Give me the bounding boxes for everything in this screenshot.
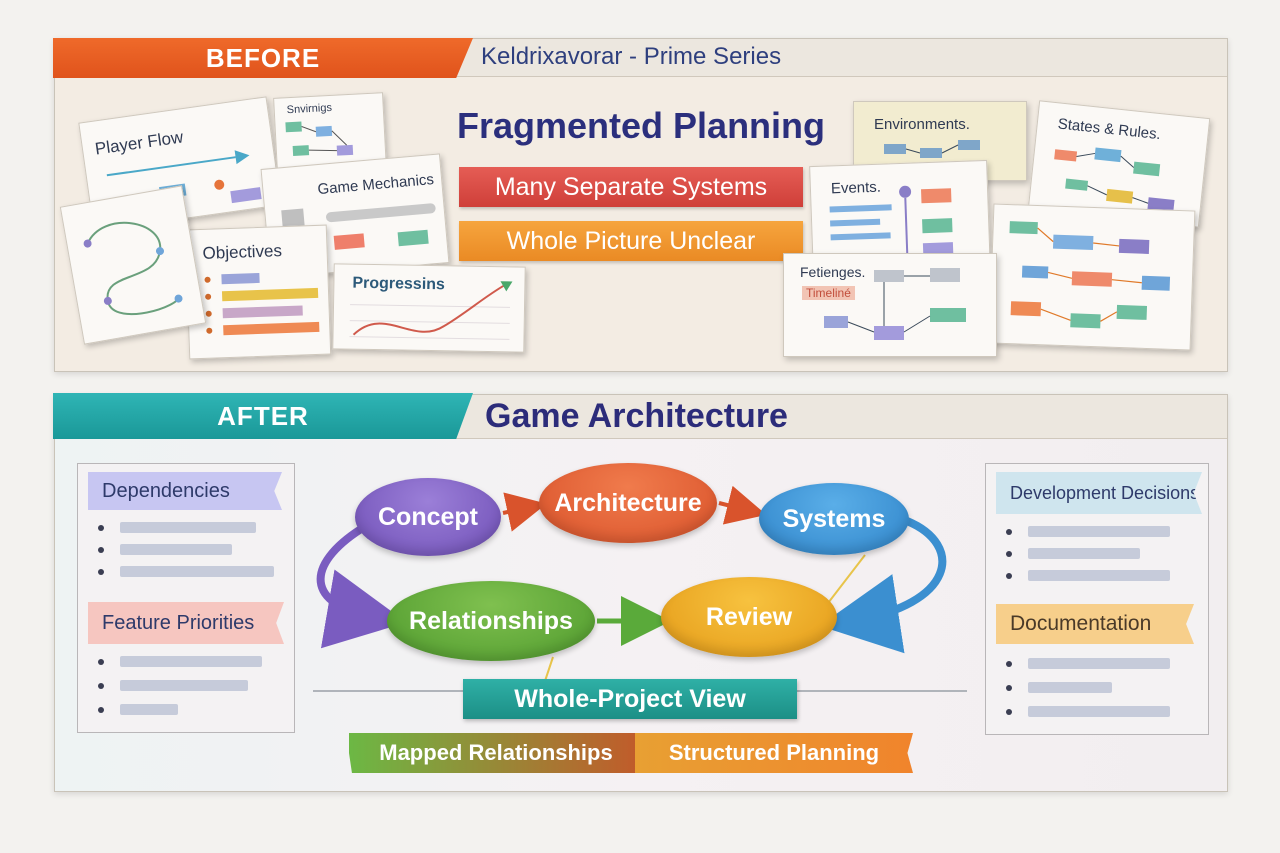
bullet-row [1006,548,1140,559]
bullet-row [1006,706,1170,717]
card-network [988,203,1196,351]
bullet-row [98,680,248,691]
card-fetienges: Fetienges. Timeliné [783,253,997,357]
bullet-dot [98,658,104,665]
tab-documentation: Documentation [996,604,1194,644]
bullet-bar [120,704,178,715]
fragmented-heading: Fragmented Planning [457,105,826,146]
whole-project-view-banner: Whole-Project View [463,679,797,719]
bullet-row [1006,526,1170,537]
bullet-dot [98,546,104,553]
bullet-dot [1006,550,1012,557]
bullet-dot [98,524,104,531]
bullet-dot [1006,528,1012,535]
timeline-sketch [824,268,966,340]
bullet-bar [1028,570,1170,581]
objectives-sketch [204,272,320,336]
bullet-bar [120,566,274,577]
network-sketch [1009,221,1171,329]
before-tag: BEFORE [53,38,473,78]
bullet-dot [98,682,104,689]
bullet-dot [1006,684,1012,691]
bullet-row [98,704,178,715]
before-panel: BEFORE Keldrixavorar - Prime Series Play… [53,38,1228,372]
node-review: Review [661,577,837,657]
progress-sketch [349,281,513,340]
bullet-bar [120,680,248,691]
bullet-row [1006,682,1112,693]
bullet-bar [120,656,262,667]
card-title: Environments. [874,116,970,133]
mechanics-sketch [281,203,436,250]
bullet-dot [1006,660,1012,667]
tab-dependencies: Dependencies [88,472,282,510]
after-panel: AFTER Game Architecture Dependencies Fea… [53,393,1228,792]
bullet-row [1006,658,1170,669]
bullet-row [1006,570,1170,581]
card-objectives: Objectives [184,224,332,360]
left-side-box: Dependencies Feature Priorities [77,463,295,733]
card-states-rules: States & Rules. [1027,100,1211,228]
events-sketch [829,185,954,264]
tab-feature-priorities: Feature Priorities [88,602,284,644]
card-game-mechanics: Game Mechanics [260,153,450,279]
bullet-bar [1028,682,1112,693]
bullet-row [98,566,274,577]
bullet-bar [1028,706,1170,717]
map-sketch [884,140,980,158]
mapped-relationships-ribbon: Mapped Relationships [349,733,643,773]
node-architecture: Architecture [539,463,717,543]
bullet-row [98,522,256,533]
after-header: AFTER Game Architecture [53,393,1227,439]
after-tag: AFTER [53,393,473,439]
node-systems: Systems [759,483,909,555]
bullet-dot [98,706,104,713]
right-side-box: Development Decisions Documentation [985,463,1209,735]
structured-planning-ribbon: Structured Planning [635,733,913,773]
flow-arrows [313,485,967,692]
bullet-dot [1006,572,1012,579]
series-title: Keldrixavorar - Prime Series [481,43,782,70]
before-header: BEFORE Keldrixavorar - Prime Series [53,38,1227,78]
bullet-bar [1028,548,1140,559]
tab-development-decisions: Development Decisions [996,472,1202,514]
bullet-bar [120,522,256,533]
mini-flow-sketch [285,121,354,156]
bullet-dot [98,568,104,575]
card-events: Events. [809,159,991,277]
card-title: Timeliné [802,286,855,300]
after-title: Game Architecture [485,397,788,435]
path-sketch [83,221,183,316]
card-environments-small: Snvirnigs [273,92,387,174]
card-progressions: Progressins [332,263,526,353]
node-concept: Concept [355,478,501,556]
bullet-bar [120,544,232,555]
card-path [59,185,207,345]
bullet-bar [1028,526,1170,537]
bullet-bar [1028,658,1170,669]
node-relationships: Relationships [387,581,595,661]
bullet-dot [1006,708,1012,715]
bullet-row [98,656,262,667]
ribbon-picture-unclear: Whole Picture Unclear [459,221,803,261]
states-sketch [1054,147,1175,212]
ribbon-many-systems: Many Separate Systems [459,167,803,207]
card-title: Fetienges. [800,264,866,280]
bullet-row [98,544,232,555]
